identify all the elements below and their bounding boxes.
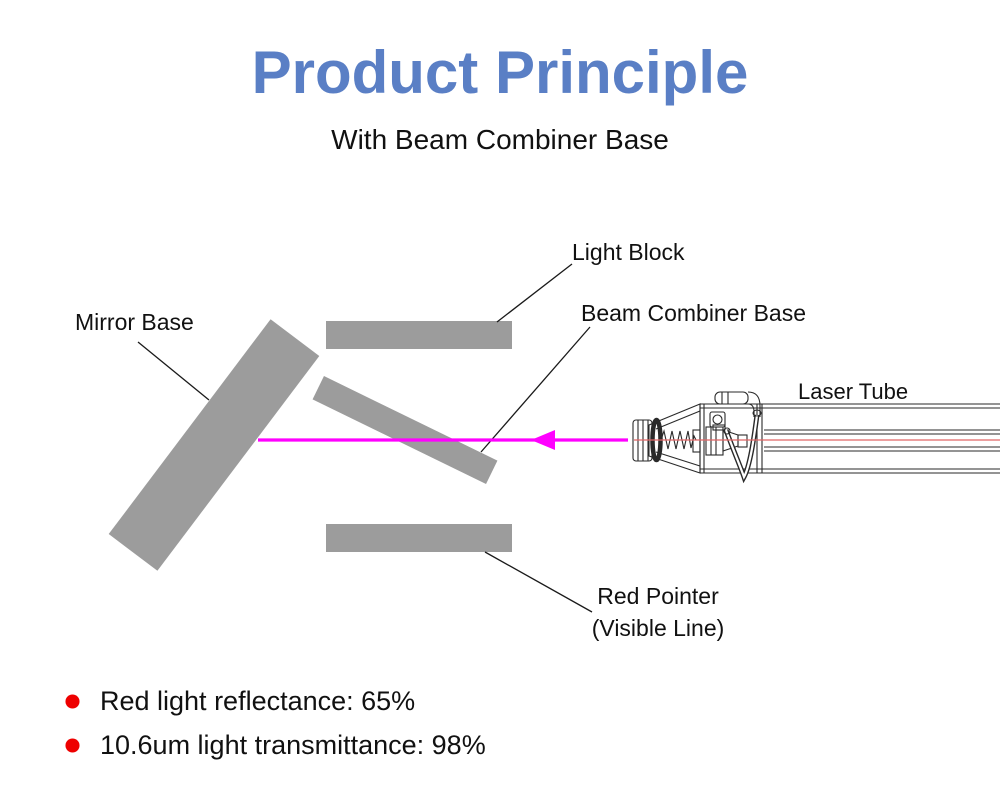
label-laser-tube: Laser Tube (798, 379, 908, 404)
label-mirror-base: Mirror Base (75, 309, 194, 335)
tube-water-nozzle (714, 391, 761, 417)
label-beam-combiner-base: Beam Combiner Base (581, 300, 806, 326)
page-subtitle: With Beam Combiner Base (331, 124, 669, 155)
tube-elbow-fitting (709, 411, 726, 431)
leader-line-light-block (496, 263, 573, 323)
bullet-item-transmittance: 10.6um light transmittance: 98% (65, 730, 486, 760)
bullet-dot-icon (65, 693, 80, 709)
light-block-block (326, 321, 512, 349)
bullet-item-reflectance: Red light reflectance: 65% (65, 686, 415, 716)
tube-hose (723, 409, 762, 484)
tube-spring (660, 428, 697, 450)
red-pointer-block (326, 524, 512, 552)
laser-beam-arrowhead-icon (531, 430, 555, 450)
leader-line-red-pointer (484, 551, 593, 613)
label-red-pointer-line1: Red Pointer (597, 583, 719, 609)
bullet-text-transmittance: 10.6um light transmittance: 98% (100, 729, 486, 760)
page-title: Product Principle (251, 39, 749, 106)
label-red-pointer-line2: (Visible Line) (592, 615, 725, 641)
leader-line-mirror-base (137, 341, 210, 401)
mirror-base-block (108, 319, 320, 571)
beam-combiner-block (312, 376, 498, 484)
bullet-text-reflectance: Red light reflectance: 65% (100, 685, 416, 716)
bullet-dot-icon (65, 737, 80, 753)
leader-lines (137, 263, 593, 613)
tube-body-lines (700, 403, 1000, 474)
leader-line-beam-combiner (480, 326, 591, 453)
label-light-block: Light Block (572, 239, 685, 265)
laser-tube-drawing (632, 391, 1000, 484)
tube-fittings (692, 426, 748, 456)
